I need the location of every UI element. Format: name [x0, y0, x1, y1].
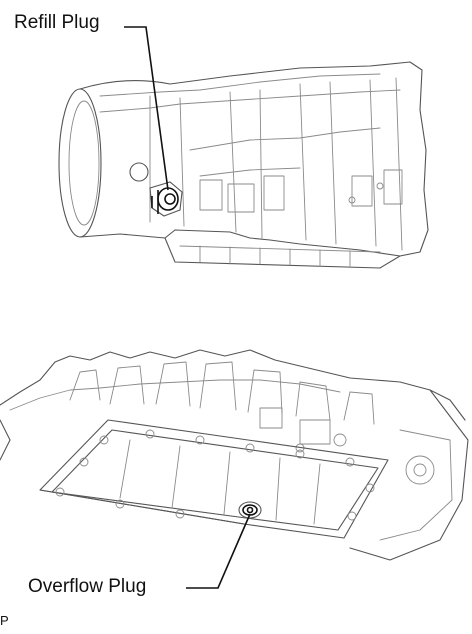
transmission-side-view	[58, 26, 429, 269]
overflow-leader-line	[186, 513, 251, 589]
overflow-plug	[238, 501, 262, 519]
transmission-bottom-view	[0, 349, 469, 589]
figure-code: P	[0, 613, 9, 628]
refill-leader-line	[124, 26, 169, 191]
refill-plug	[149, 181, 183, 217]
overflow-plug-label: Overflow Plug	[28, 576, 147, 597]
refill-plug-label: Refill Plug	[14, 12, 100, 33]
